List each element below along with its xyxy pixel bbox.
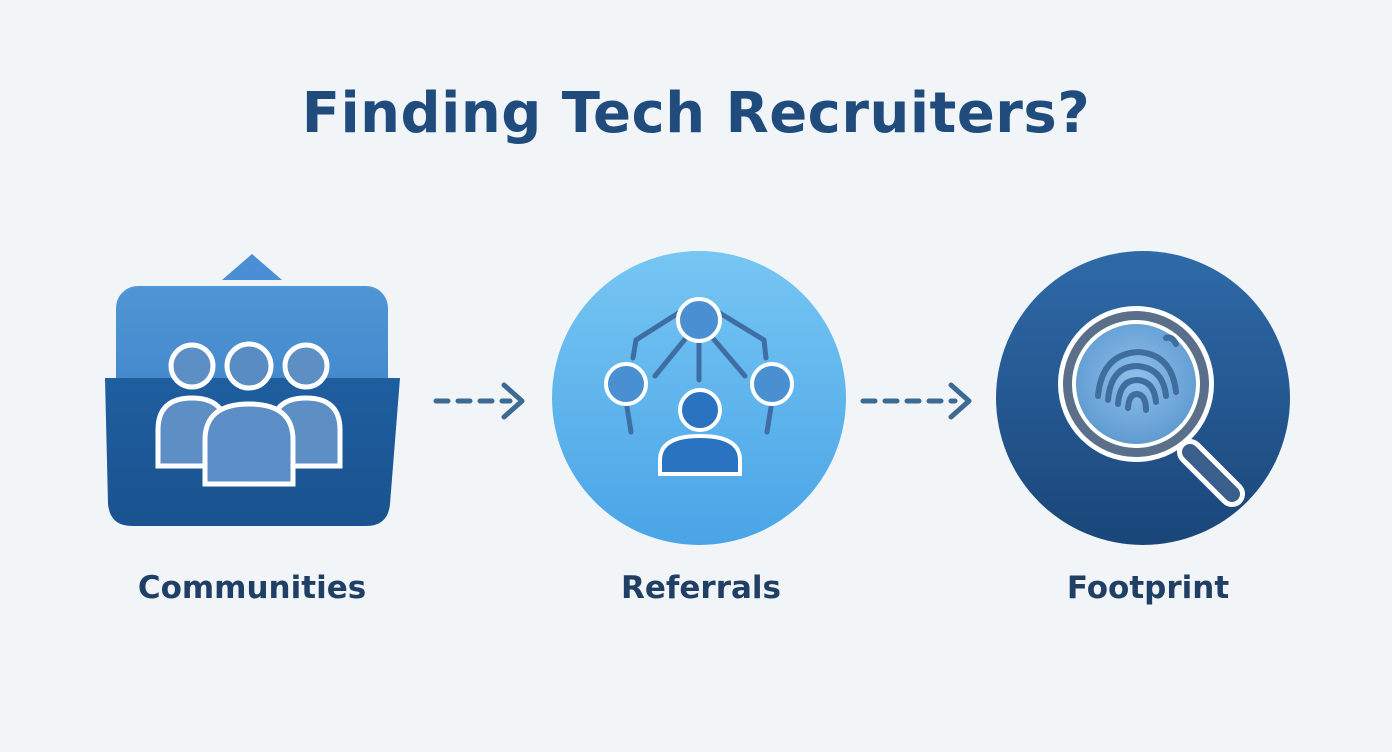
fingerprint-icon [1095,334,1179,413]
dashed-arrow-icon [433,382,525,420]
step-label-referrals: Referrals [621,570,781,606]
step-label-communities: Communities [137,570,367,606]
community-folder-icon [105,254,400,526]
dashed-arrow-icon [860,382,972,420]
step-label-footprint: Footprint [1066,570,1230,606]
people-group-icon [155,341,343,487]
fingerprint-magnifier-icon [996,251,1290,545]
referral-network-icon [552,251,846,545]
page-title: Finding Tech Recruiters? [301,81,1091,146]
referral-person-icon [658,388,742,476]
